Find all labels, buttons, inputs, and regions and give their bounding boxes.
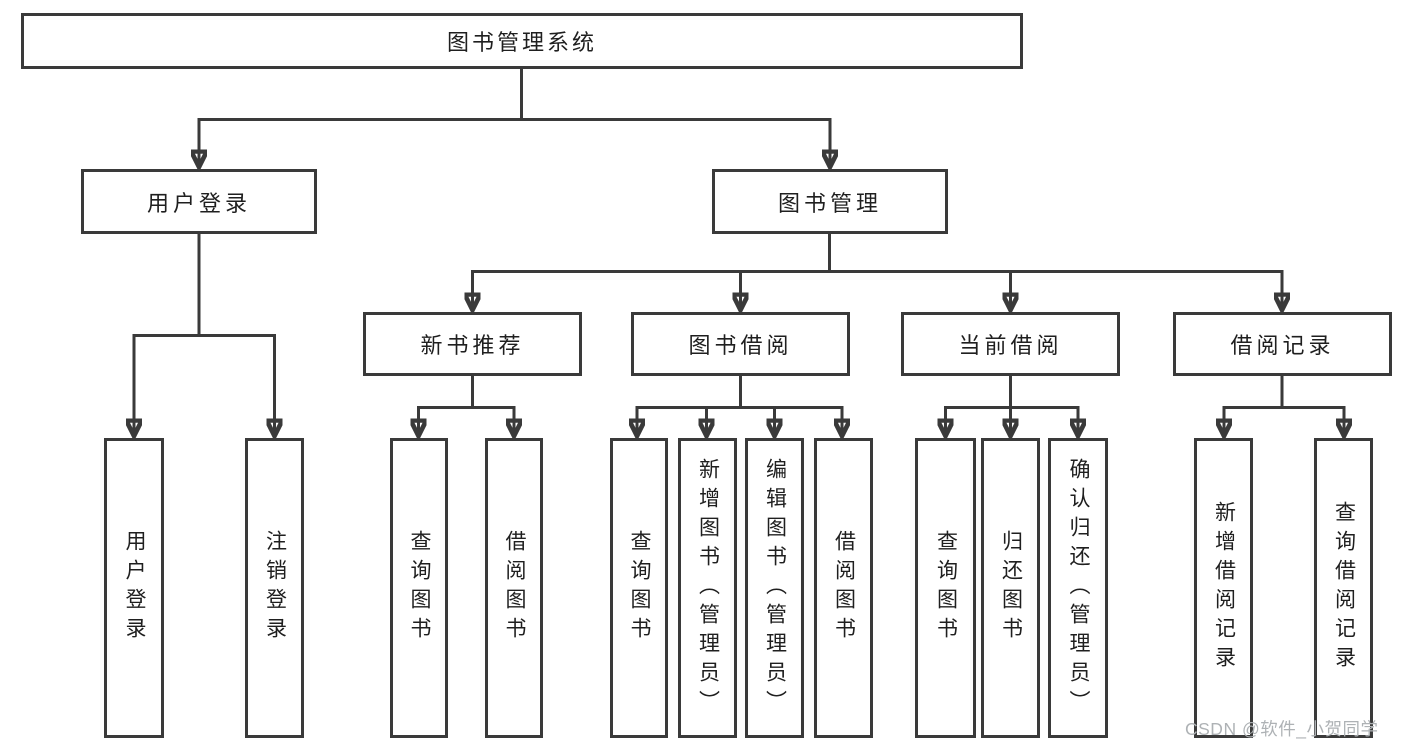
node-user-login-leaf: 用户登录 bbox=[104, 438, 164, 738]
node-new-book-recommend: 新书推荐 bbox=[363, 312, 582, 376]
edge-book-management-rail bbox=[472, 234, 1282, 273]
edge-current-borrowing-rail bbox=[945, 376, 1078, 409]
node-book-borrowing: 图书借阅 bbox=[631, 312, 850, 376]
node-cb-return-book: 归还图书 bbox=[981, 438, 1040, 738]
node-bb-edit-book-admin: 编辑图书（管理员） bbox=[745, 438, 804, 738]
edge-user-login-rail bbox=[134, 234, 275, 337]
node-nbr-query-books: 查询图书 bbox=[390, 438, 448, 738]
edge-borrow-records-rail bbox=[1224, 376, 1344, 409]
edge-root-rail bbox=[199, 69, 830, 121]
edge-book-borrowing-rail bbox=[637, 376, 842, 409]
node-bb-query-books: 查询图书 bbox=[610, 438, 668, 738]
node-br-query-record: 查询借阅记录 bbox=[1314, 438, 1373, 738]
node-bb-borrow-books: 借阅图书 bbox=[814, 438, 873, 738]
edge-new-book-rail bbox=[418, 376, 514, 409]
node-cb-query-books: 查询图书 bbox=[915, 438, 976, 738]
node-cb-confirm-return-admin: 确认归还（管理员） bbox=[1048, 438, 1108, 738]
node-book-management: 图书管理 bbox=[712, 169, 948, 234]
node-current-borrowing: 当前借阅 bbox=[901, 312, 1120, 376]
csdn-watermark: CSDN @软件_小贺同学 bbox=[1185, 719, 1379, 739]
node-borrow-records: 借阅记录 bbox=[1173, 312, 1392, 376]
node-user-login: 用户登录 bbox=[81, 169, 317, 234]
node-br-add-record: 新增借阅记录 bbox=[1194, 438, 1253, 738]
node-bb-add-book-admin: 新增图书（管理员） bbox=[678, 438, 737, 738]
node-logout-leaf: 注销登录 bbox=[245, 438, 304, 738]
node-nbr-borrow-books: 借阅图书 bbox=[485, 438, 543, 738]
node-library-system: 图书管理系统 bbox=[21, 13, 1023, 69]
